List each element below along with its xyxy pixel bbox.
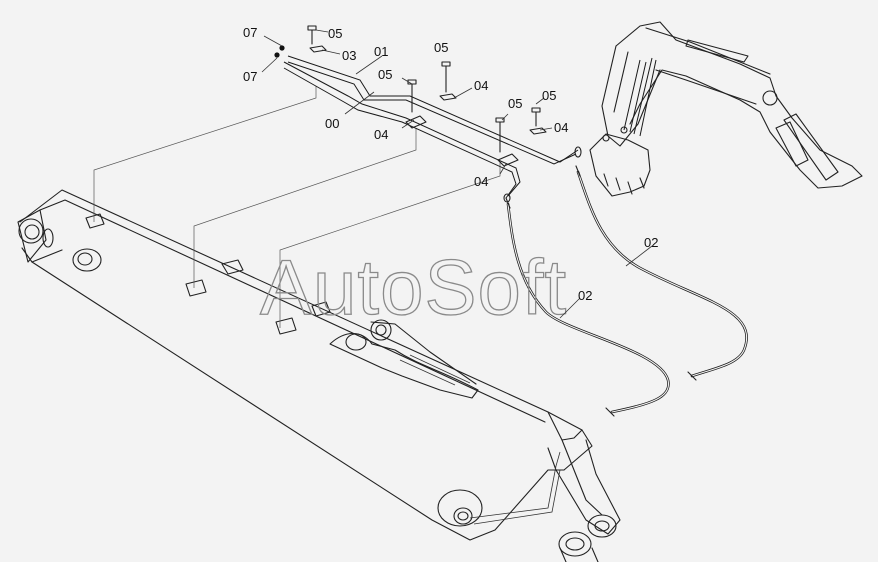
callout-05-far-right: 05 — [542, 88, 556, 103]
excavator-inset — [589, 21, 863, 197]
assembly-leader-lines — [93, 86, 501, 328]
callout-03: 03 — [342, 48, 356, 63]
callout-04-center: 04 — [474, 78, 488, 93]
callout-01: 01 — [374, 44, 388, 59]
pipe-assembly — [274, 25, 582, 203]
callout-02-right: 02 — [644, 235, 658, 250]
callout-04-right: 04 — [554, 120, 568, 135]
boom-drawing — [17, 189, 621, 562]
callout-07-upper: 07 — [243, 25, 257, 40]
callout-04-lower: 04 — [474, 174, 488, 189]
callout-07-lower: 07 — [243, 69, 257, 84]
callout-04-left: 04 — [374, 127, 388, 142]
callout-05-right: 05 — [508, 96, 522, 111]
callout-02-left: 02 — [578, 288, 592, 303]
callout-05-top: 05 — [328, 26, 342, 41]
callout-labels: 07 07 05 03 01 00 05 05 04 04 05 05 04 0… — [243, 25, 658, 303]
watermark-text: AutoSoft — [260, 243, 567, 331]
callout-00: 00 — [325, 116, 339, 131]
callout-leaders — [261, 29, 653, 319]
hose-assembly — [505, 165, 748, 417]
callout-05-left: 05 — [378, 67, 392, 82]
callout-05-center: 05 — [434, 40, 448, 55]
